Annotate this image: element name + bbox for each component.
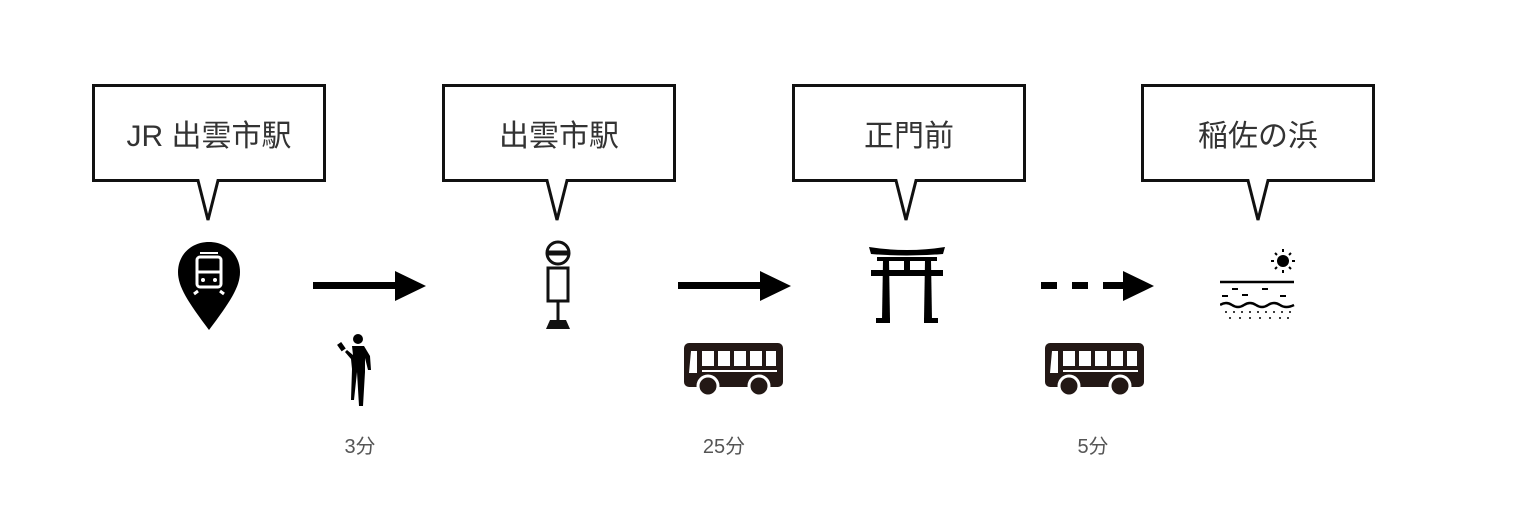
walking-person-icon — [337, 334, 371, 406]
stop-callout-jr-izumoshi: JR 出雲市駅 — [92, 84, 326, 221]
bus-icon — [1045, 343, 1144, 397]
stop-callout-inasa-beach: 稲佐の浜 — [1141, 84, 1375, 221]
arrow-dashed-icon — [1041, 271, 1154, 301]
stop-label: 稲佐の浜 — [1198, 120, 1318, 153]
stop-label: 正門前 — [864, 120, 954, 153]
stop-label: 出雲市駅 — [499, 120, 619, 153]
arrow-solid-icon — [313, 271, 426, 301]
stop-label: JR 出雲市駅 — [126, 120, 292, 153]
walk-time-label: 3分 — [344, 436, 376, 458]
beach-sunset-icon — [1220, 249, 1295, 319]
bus-time-label: 5分 — [1077, 436, 1109, 458]
stop-callout-seimonmae: 正門前 — [792, 84, 1026, 221]
bus-icon — [684, 343, 783, 397]
bus-time-label: 25分 — [702, 436, 746, 458]
arrow-solid-icon — [678, 271, 791, 301]
bus-stop-icon — [545, 240, 571, 329]
stop-callout-izumoshi: 出雲市駅 — [442, 84, 676, 221]
torii-icon — [869, 247, 945, 323]
train-pin-icon — [178, 242, 240, 330]
